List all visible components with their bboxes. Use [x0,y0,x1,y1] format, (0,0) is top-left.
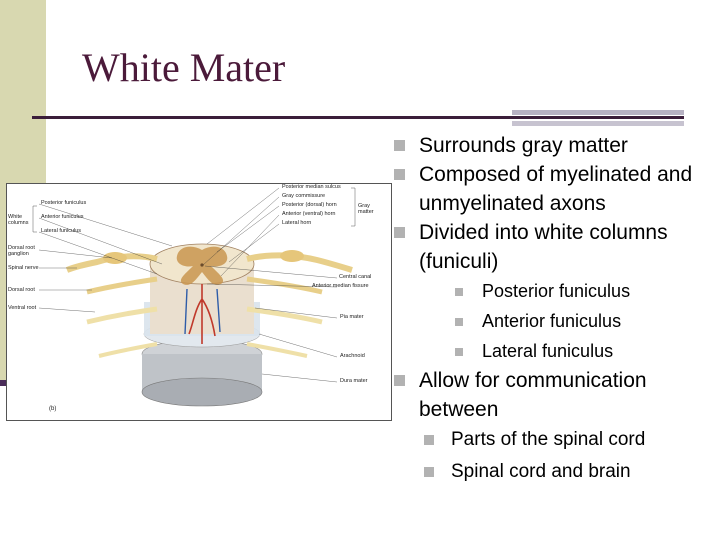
sub-bullet-text: Posterior funiculus [482,281,631,301]
label-lateral-horn: Lateral horn [282,220,312,226]
sub-bullet-item: Spinal cord and brain [392,456,712,488]
bullet-square-icon [394,140,405,151]
label-posterior-horn: Posterior (dorsal) horn [282,202,337,208]
sub-bullet-text: Parts of the spinal cord [451,429,646,450]
label-anterior-median-fissure: Anterior median fissure [312,283,369,289]
slide-title: White Mater [82,45,286,90]
bullet-square-icon [394,227,405,238]
bullet-text: Allow for communication between [419,369,647,421]
label-anterior-funiculus: Anterior funiculus [41,214,84,220]
sub-bullet-item: Posterior funiculus [392,276,712,306]
title-divider [32,116,684,119]
bullet-item: Allow for communication between [392,366,712,424]
bullet-item: Divided into white columns (funiculi) [392,218,712,276]
sub-bullet-text: Lateral funiculus [482,341,614,361]
label-dorsal-root-ganglion: Dorsal root ganglion [8,245,35,257]
label-central-canal: Central canal [339,274,372,280]
label-white-columns: White columns [8,214,29,226]
sub-bullet-square-icon [424,467,434,477]
bullet-item: Surrounds gray matter [392,131,712,160]
sub-bullet-item: Lateral funiculus [392,336,712,366]
sub-bullet-item: Parts of the spinal cord [392,424,712,456]
sub-bullet-square-icon [455,288,463,296]
label-dorsal-root: Dorsal root [8,287,35,293]
label-gray-commissure: Gray commissure [282,193,326,199]
bullet-square-icon [394,375,405,386]
label-arachnoid: Arachnoid [340,353,365,359]
label-anterior-horn: Anterior (ventral) horn [282,211,336,217]
left-accent-bar [0,380,8,386]
sub-bullet-text: Spinal cord and brain [451,461,631,482]
spinal-cord-illustration [32,187,356,407]
bullet-text: Divided into white columns (funiculi) [419,221,668,273]
sub-bullet-item: Anterior funiculus [392,306,712,336]
label-lateral-funiculus: Lateral funiculus [41,228,82,234]
spinal-cord-figure: Posterior median sulcus Gray commissure … [6,183,392,421]
sub-bullet-square-icon [455,348,463,356]
bullet-item: Composed of myelinated and unmyelinated … [392,160,712,218]
label-gray-matter: Gray matter [358,203,374,215]
sub-bullet-text: Anterior funiculus [482,311,622,331]
label-posterior-median-sulcus: Posterior median sulcus [282,184,341,190]
title-accent-rule [512,110,684,115]
bullet-list: Surrounds gray matter Composed of myelin… [392,131,712,488]
bullet-text: Surrounds gray matter [419,134,628,157]
title-accent-rule-2 [512,121,684,126]
sub-bullet-square-icon [455,318,463,326]
bullet-text: Composed of myelinated and unmyelinated … [419,163,693,215]
sub-bullet-square-icon [424,435,434,445]
label-dura-mater: Dura mater [340,378,368,384]
label-pia-mater: Pia mater [340,314,364,320]
label-posterior-funiculus: Posterior funiculus [41,200,87,206]
bullet-square-icon [394,169,405,180]
label-panel-letter: (b) [49,406,57,412]
label-spinal-nerve: Spinal nerve [8,265,39,271]
label-ventral-root: Ventral root [8,305,37,311]
